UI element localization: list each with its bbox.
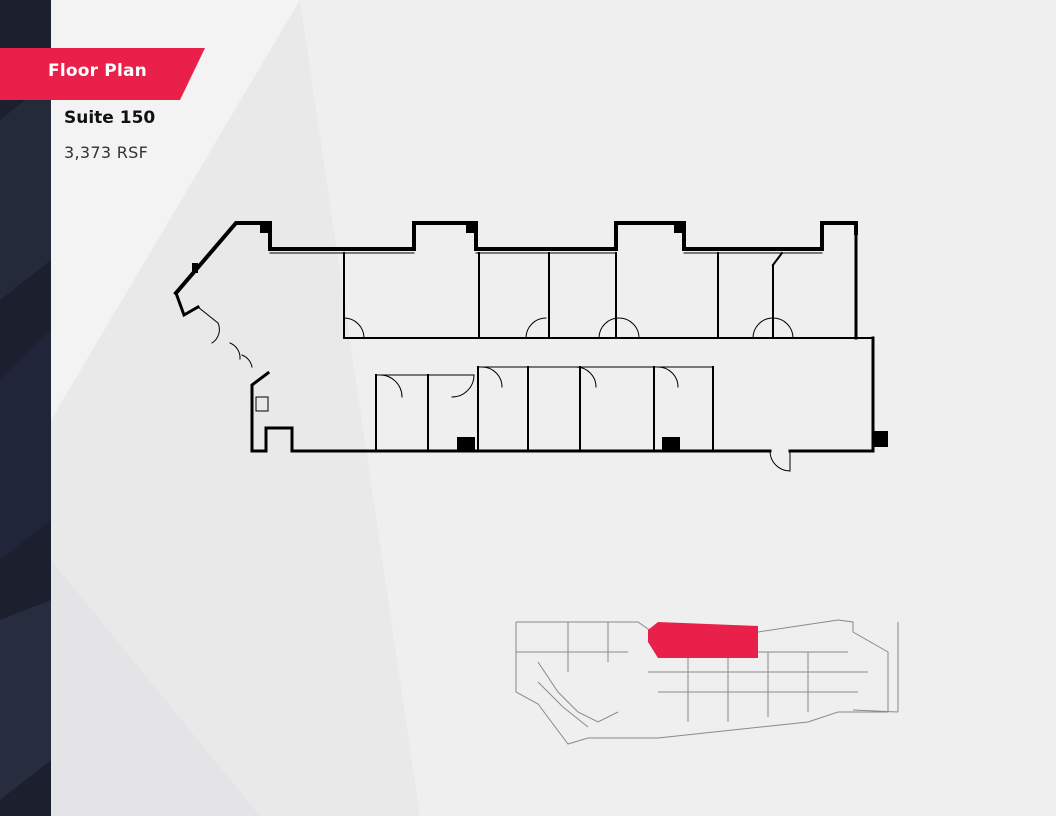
banner-shape bbox=[0, 48, 205, 100]
suite-area: 3,373 RSF bbox=[64, 143, 149, 162]
outer-wall bbox=[173, 221, 858, 296]
banner-label: Floor Plan bbox=[48, 61, 147, 81]
suite-name: Suite 150 bbox=[64, 108, 156, 128]
key-plan bbox=[515, 619, 899, 745]
floor-plan-drawing bbox=[173, 221, 888, 472]
suite-highlight bbox=[648, 622, 758, 658]
left-band bbox=[0, 0, 51, 816]
